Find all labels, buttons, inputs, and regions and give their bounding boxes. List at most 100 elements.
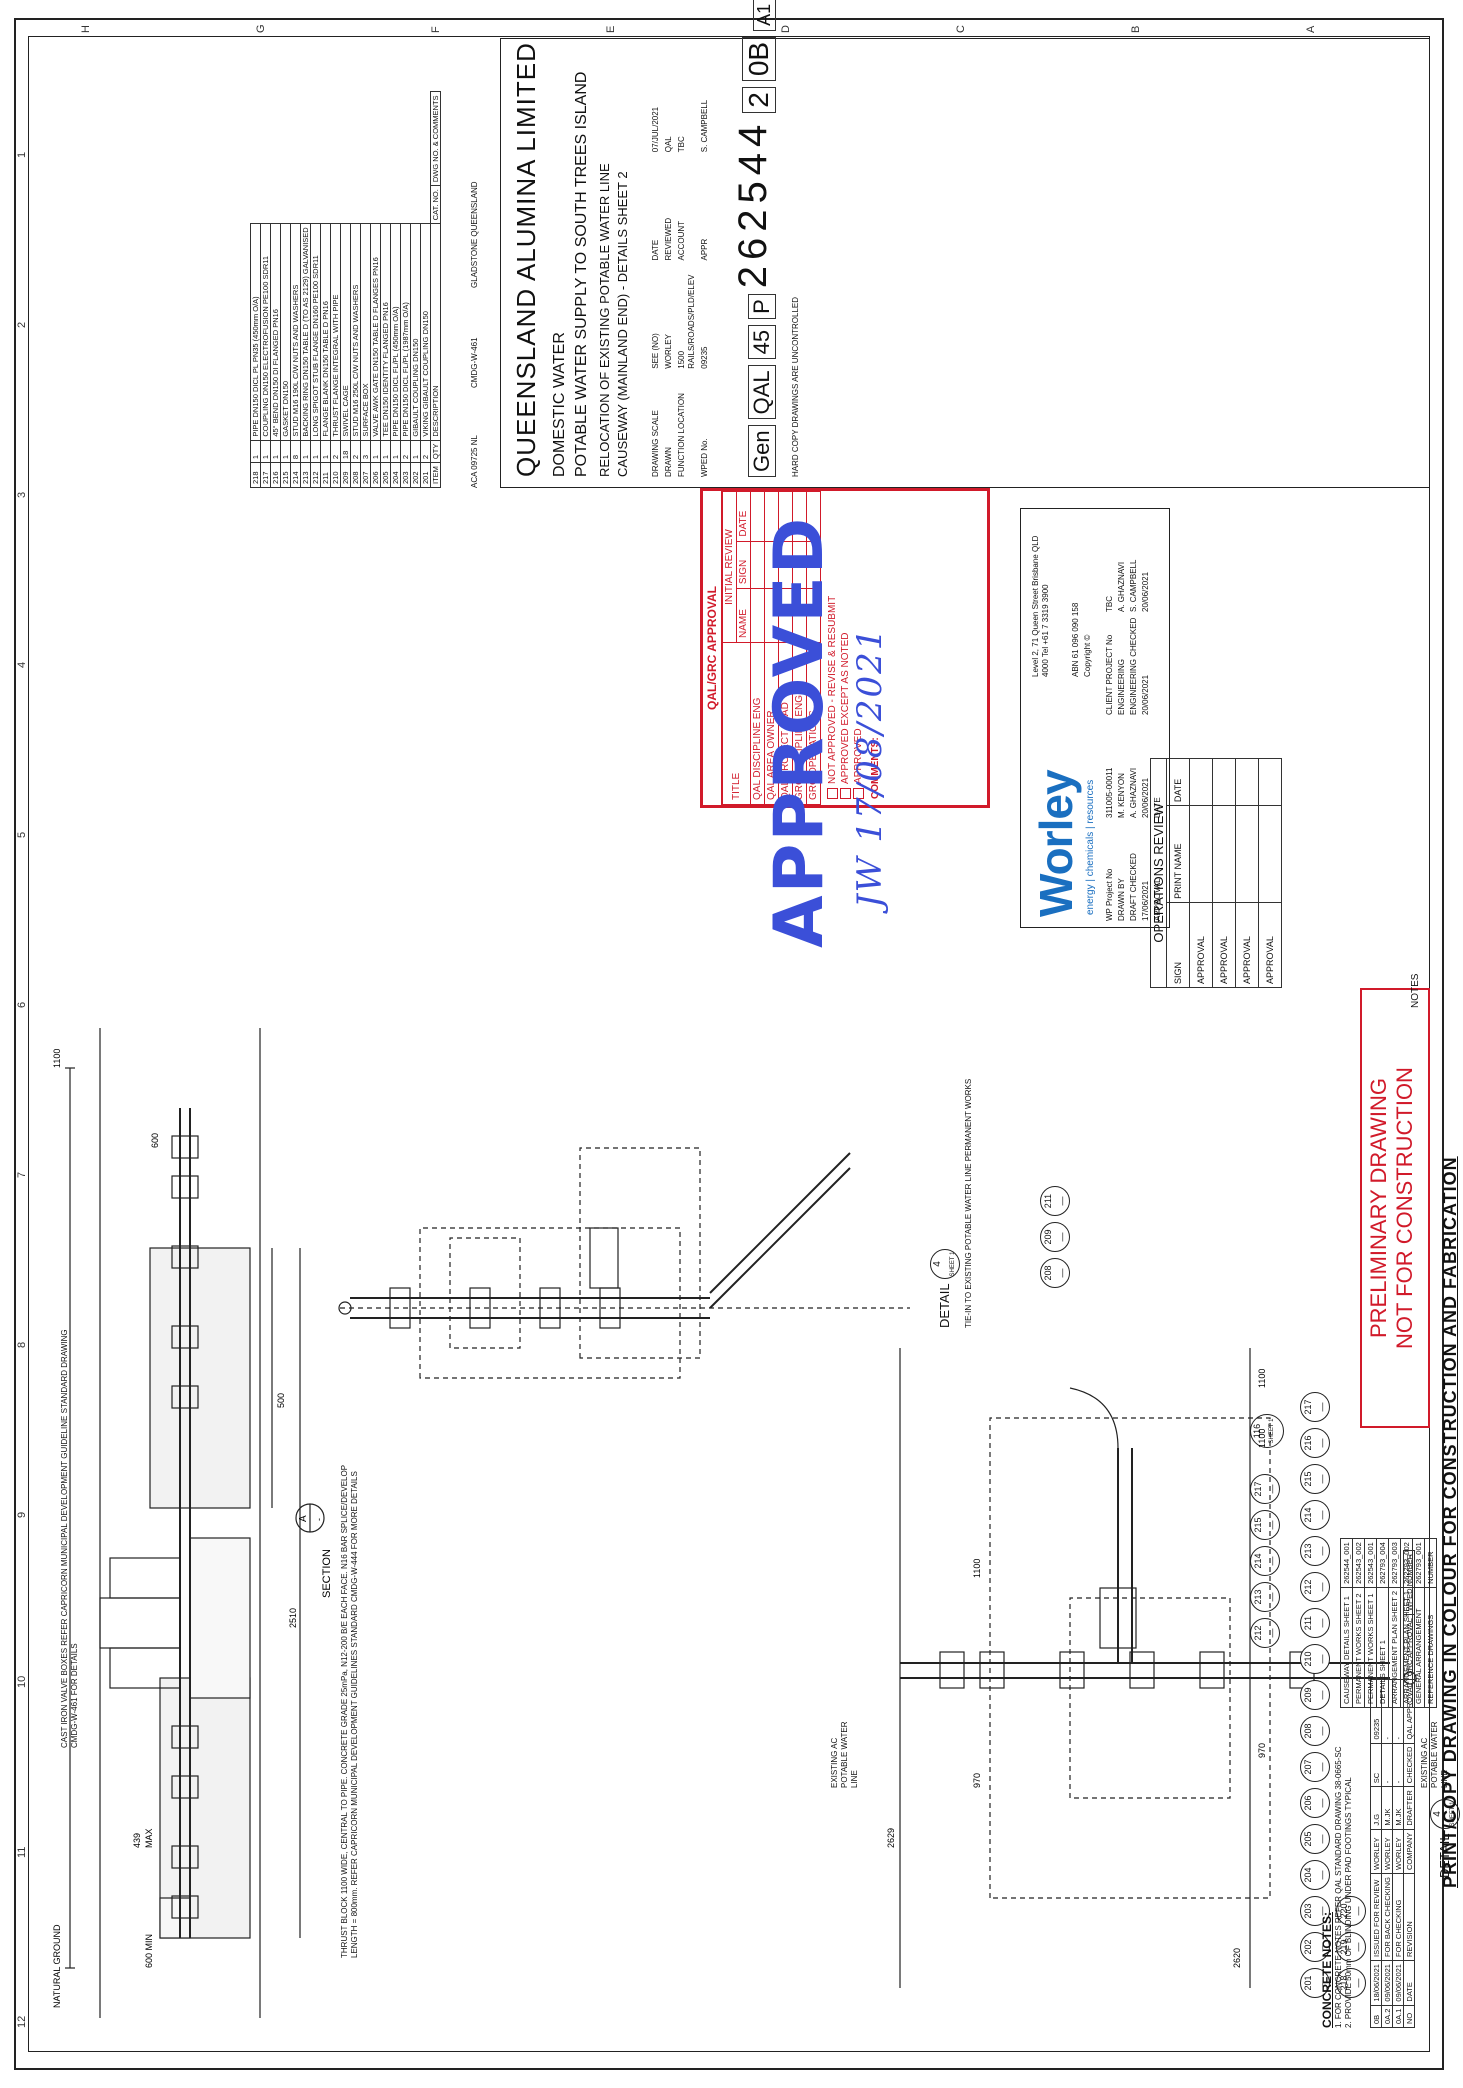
parts-cell: COUPLING DN150 ELECTROFUSION PE100 SDR11 (260, 223, 271, 441)
zone-label-top: 12 (16, 2015, 28, 2028)
zone-label-top: 10 (16, 1675, 28, 1688)
balloon-dash: — (1317, 1546, 1327, 1556)
reference-cell: CAUSEWAY DETAILS SHEET 1 (1340, 1587, 1353, 1708)
account-label: ACCOUNT (677, 220, 686, 261)
zone-label-top: 11 (16, 1846, 28, 1858)
parts-cell: 218 (250, 462, 261, 488)
detail-permanent-sheet: SHEET 1 (950, 1251, 956, 1277)
parts-cell: PIPE DN150 DICL FL/PL (1987mm O/A) (400, 223, 411, 441)
balloon-number: 211 (1043, 1193, 1053, 1209)
balloon-208: 208— (1040, 1258, 1070, 1288)
revision-cell: M.JK (1381, 1786, 1393, 1830)
balloon-215: 215— (1300, 1464, 1330, 1494)
balloon-number: 210 (1303, 1651, 1313, 1667)
parts-cell: THRUST FLANGE INTEGRAL WITH PIPE (330, 223, 341, 441)
dim-970-b: 970 (1257, 1743, 1267, 1758)
title-line-3: RELOCATION OF EXISTING POTABLE WATER LIN… (597, 163, 612, 477)
parts-cell: STUD M16 190L C/W NUTS AND WASHERS (290, 223, 301, 441)
parts-cell: VIKING GIBAULT COUPLING DN150 (420, 223, 431, 441)
title-drawn: WORLEY (664, 334, 673, 369)
draft-checked-label: DRAFT CHECKED (1129, 853, 1138, 921)
dim-970: 970 (972, 1773, 982, 1788)
balloon-211: 211— (1040, 1186, 1070, 1216)
balloon-number: 217 (1303, 1399, 1313, 1415)
parts-header-cell: ITEM (430, 462, 441, 488)
client-project-no: TBC (1105, 596, 1114, 612)
parts-cell: 214 (290, 462, 301, 488)
revision-cell: WORLEY (1392, 1829, 1404, 1874)
dim-1100-top: 1100 (52, 1049, 62, 1068)
parts-cell: 206 (370, 462, 381, 488)
title-reviewed: QAL (664, 136, 673, 153)
preliminary-line-1: PRELIMINARY DRAWING (1366, 1078, 1391, 1338)
parts-cell: 208 (350, 462, 361, 488)
reference-cell: 262793_003 (1388, 1538, 1401, 1588)
dim-max: MAX (144, 1828, 154, 1848)
parts-cell: 3 (360, 440, 371, 463)
engineering-name: A. GHAZNAVI (1117, 561, 1126, 612)
sheet-size: A1 (753, 0, 776, 31)
balloon-number: 209 (1303, 1687, 1313, 1703)
uncontrolled-note: HARD COPY DRAWINGS ARE UNCONTROLLED (791, 296, 800, 477)
concrete-note-2: 2. PROVIDE 50mm OF BLINDING UNDER PAD FO… (1344, 1777, 1353, 2028)
worley-address: Level 2, 71 Queen Street Brisbane QLD 40… (1031, 535, 1050, 677)
reference-cell: 262793_001 (1412, 1538, 1425, 1588)
ops-name-cell (1258, 805, 1282, 903)
dim-439: 439 (132, 1833, 142, 1848)
revision-cell: 09/06/2021 (1392, 1960, 1404, 2006)
detail-permanent-marker: 4 SHEET 1 (930, 1248, 960, 1279)
parts-cat-no: ACA 09725 NL (470, 435, 479, 488)
reference-header-cell: NUMBER (1424, 1538, 1437, 1588)
balloon-dash: — (1353, 1906, 1363, 1916)
ops-name-cell (1189, 805, 1213, 903)
balloon-number: 213 (1303, 1543, 1313, 1559)
title-line-4: CAUSEWAY (MAINLAND END) - DETAILS SHEET … (615, 171, 630, 477)
drawing-scale: SEE (NO) (651, 333, 660, 369)
parts-cell: 1 (320, 440, 331, 463)
revision-header-cell: DRAFTER (1403, 1786, 1415, 1830)
title-line-2: POTABLE WATER SUPPLY TO SOUTH TREES ISLA… (573, 71, 590, 477)
concrete-notes-title: CONCRETE NOTES: (1320, 1911, 1334, 2028)
dim-2510: 2510 (288, 1608, 298, 1628)
parts-header-cell: DWG NO. & COMMENTS (430, 91, 441, 186)
zone-label-top: 9 (16, 1511, 28, 1518)
bottom-banner: PRINT/COPY DRAWING IN COLOUR FOR CONSTRU… (1440, 1156, 1460, 1888)
revision-header-cell: REVISION (1403, 1873, 1415, 1961)
section-a-label: SECTION (321, 1549, 333, 1598)
preliminary-line-2: NOT FOR CONSTRUCTION (1392, 1067, 1417, 1349)
parts-cell: 18 (340, 440, 351, 463)
wp-project-label: WP Project No (1105, 868, 1114, 921)
sheet-number: 2 (742, 87, 776, 113)
balloon-number: 204 (1303, 1867, 1313, 1883)
revision-header-cell: NO (1403, 2005, 1415, 2028)
approved-signature: JW 17/08/2021 (850, 626, 890, 908)
dim-500: 500 (276, 1393, 286, 1408)
existing-line-label-1: EXISTING AC POTABLE WATER LINE (830, 1721, 859, 1788)
worley-tagline: energy | chemicals | resources (1085, 779, 1096, 915)
reference-cell: ARRANGEMENT PLAN SHEET 1 (1400, 1587, 1413, 1708)
zone-label-side: E (605, 25, 617, 33)
reference-cell: 262793_004 (1376, 1538, 1389, 1588)
thrust-block-note: THRUST BLOCK 1100 WIDE, CENTRAL TO PIPE.… (340, 1465, 359, 1958)
parts-cell: 1 (280, 440, 291, 463)
parts-gladstone: GLADSTONE QUEENSLAND (470, 181, 479, 288)
worley-approval: APPROVAL (1153, 878, 1162, 921)
detail-permanent-num: 4 (932, 1261, 943, 1267)
parts-cell: TEE DN150 IDENTITY FLANGED PN16 (380, 223, 391, 441)
parts-cell: 209 (340, 462, 351, 488)
parts-cell: 1 (300, 440, 311, 463)
worley-date-4: 20/06/2021 (1141, 571, 1150, 612)
reference-cell: 262544_001 (1340, 1538, 1353, 1588)
wped-no: 09235 (700, 346, 709, 369)
parts-cell: 1 (410, 440, 421, 463)
zone-label-side: A (1305, 25, 1317, 33)
ops-approval-cell: APPROVAL (1258, 902, 1282, 988)
parts-cell: LONG SPIGOT STUB FLANGE DN160 PE100 SDR1… (310, 223, 321, 441)
